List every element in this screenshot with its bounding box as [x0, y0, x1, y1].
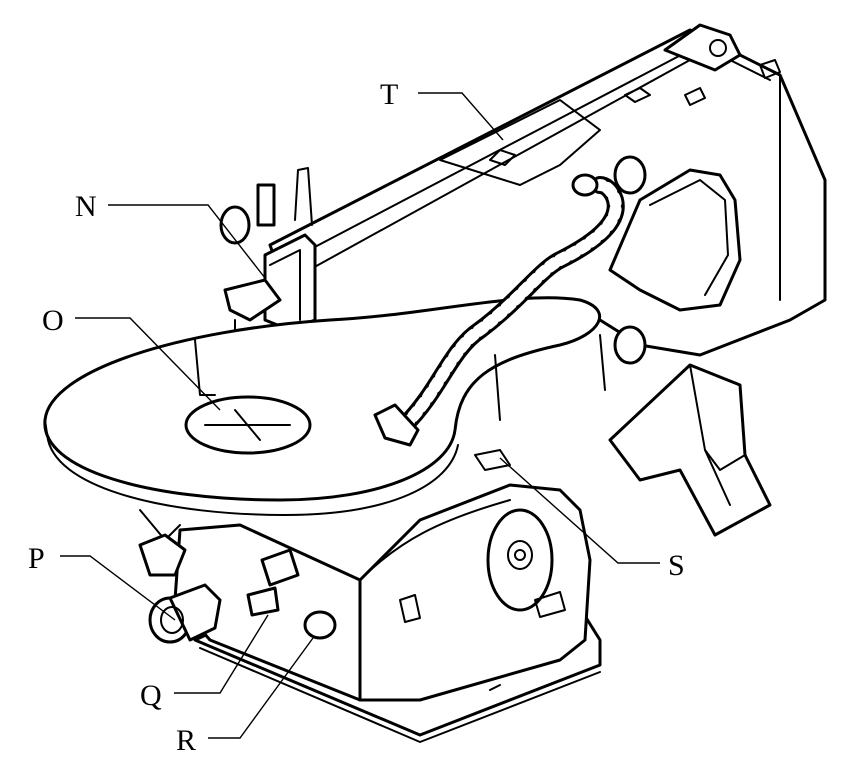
callout-T: T	[380, 78, 398, 111]
upper-arm	[268, 23, 827, 357]
callout-S: S	[668, 549, 685, 582]
lower-housing	[138, 449, 592, 702]
callout-R: R	[176, 724, 196, 757]
callout-N: N	[75, 190, 97, 223]
arm-head	[219, 167, 317, 431]
leader-lines	[60, 92, 660, 739]
rear-stand	[608, 363, 772, 537]
callout-Q: Q	[140, 679, 162, 712]
blower-hose	[373, 155, 647, 447]
callout-O: O	[42, 304, 64, 337]
callout-P: P	[28, 542, 45, 575]
